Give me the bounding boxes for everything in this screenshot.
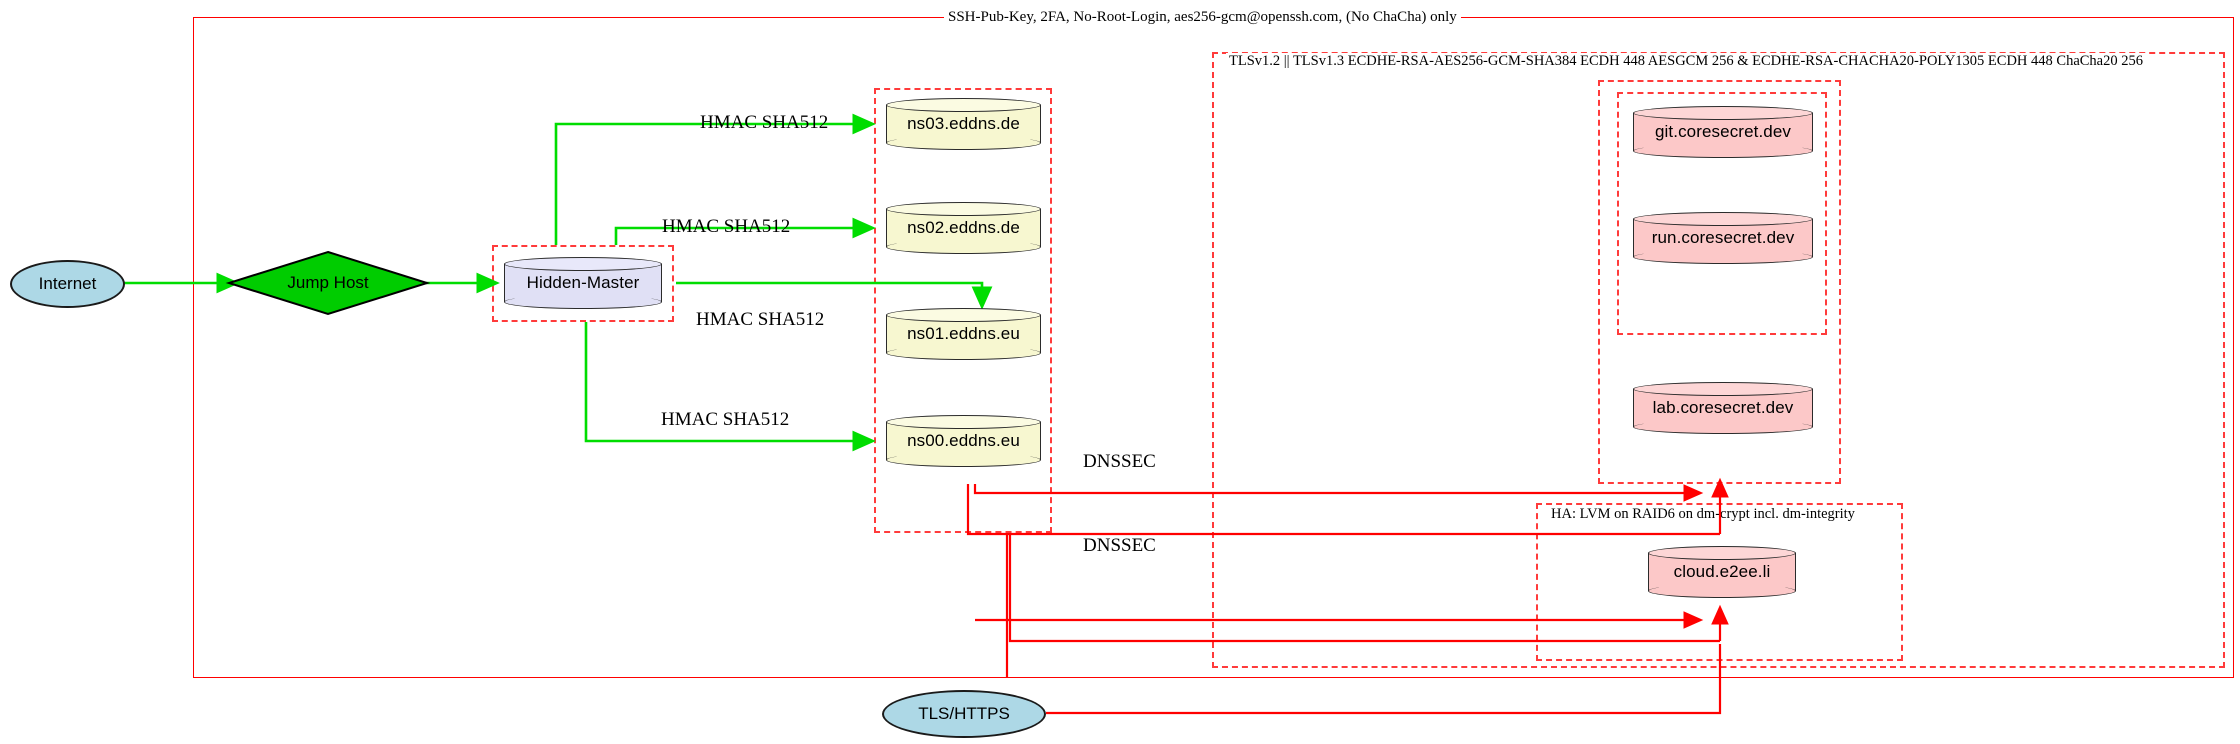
- cylinder-shape: [886, 415, 1041, 467]
- cylinder-shape: [504, 257, 662, 309]
- cluster-ssh-label: SSH-Pub-Key, 2FA, No-Root-Login, aes256-…: [944, 9, 1461, 26]
- cylinder-shape: [1633, 382, 1813, 434]
- edge-label-hmac-ns02: HMAC SHA512: [662, 216, 791, 237]
- node-ns03-label: ns03.eddns.de: [907, 114, 1020, 133]
- edge-hiddenmaster-to-ns00: [584, 322, 876, 452]
- node-run-coresecret[interactable]: run.coresecret.dev: [1633, 212, 1813, 264]
- edge-dnssec-upper: [966, 477, 1729, 536]
- node-ns02-label: ns02.eddns.de: [907, 218, 1020, 237]
- jump-host-shape: [225, 250, 431, 316]
- node-ns02[interactable]: ns02.eddns.de: [886, 202, 1041, 254]
- node-cloud-e2ee[interactable]: cloud.e2ee.li: [1648, 546, 1796, 598]
- edge-tlshttps-right: [1046, 644, 1722, 715]
- node-jump-host-label: Jump Host: [287, 273, 369, 292]
- cylinder-shape: [886, 202, 1041, 254]
- node-ns03[interactable]: ns03.eddns.de: [886, 98, 1041, 150]
- edge-dnssec-lower: [1008, 533, 1729, 643]
- edge-label-dnssec-upper: DNSSEC: [1083, 451, 1156, 472]
- cylinder-shape: [886, 308, 1041, 360]
- cluster-dns-zone-box: [874, 88, 1052, 533]
- edge-dnssec-upper-branch: [973, 484, 1704, 502]
- cluster-coresecret-inner-box: [1617, 92, 1827, 335]
- cluster-ha-label: HA: LVM on RAID6 on dm-crypt incl. dm-in…: [1548, 506, 1858, 523]
- node-tls-https[interactable]: TLS/HTTPS: [882, 690, 1046, 738]
- node-git-coresecret-label: git.coresecret.dev: [1655, 122, 1791, 141]
- node-lab-coresecret-label: lab.coresecret.dev: [1652, 398, 1794, 417]
- edge-label-hmac-ns01: HMAC SHA512: [696, 309, 825, 330]
- edge-label-hmac-ns00: HMAC SHA512: [661, 409, 790, 430]
- node-lab-coresecret[interactable]: lab.coresecret.dev: [1633, 382, 1813, 434]
- cluster-tls-label: TLSv1.2 || TLSv1.3 ECDHE-RSA-AES256-GCM-…: [1226, 53, 2146, 70]
- node-run-coresecret-label: run.coresecret.dev: [1651, 228, 1795, 247]
- cylinder-shape: [1633, 212, 1813, 264]
- node-hidden-master-label: Hidden-Master: [526, 273, 640, 292]
- node-jump-host[interactable]: Jump Host: [225, 250, 431, 316]
- node-ns00[interactable]: ns00.eddns.eu: [886, 415, 1041, 467]
- edge-hiddenmaster-to-ns02: [614, 217, 876, 245]
- cylinder-shape: [886, 98, 1041, 150]
- edge-label-hmac-ns03: HMAC SHA512: [700, 112, 829, 133]
- node-ns00-label: ns00.eddns.eu: [907, 431, 1020, 450]
- edge-hiddenmaster-to-ns01: [676, 281, 993, 310]
- edge-hiddenmaster-to-ns03: [554, 113, 876, 245]
- cylinder-shape: [1633, 106, 1813, 158]
- node-ns01[interactable]: ns01.eddns.eu: [886, 308, 1041, 360]
- node-git-coresecret[interactable]: git.coresecret.dev: [1633, 106, 1813, 158]
- node-cloud-e2ee-label: cloud.e2ee.li: [1673, 562, 1771, 581]
- node-ns01-label: ns01.eddns.eu: [907, 324, 1020, 343]
- edge-label-dnssec-lower: DNSSEC: [1083, 535, 1156, 556]
- node-hidden-master[interactable]: Hidden-Master: [504, 257, 662, 309]
- cylinder-shape: [1648, 546, 1796, 598]
- node-internet[interactable]: Internet: [10, 260, 125, 308]
